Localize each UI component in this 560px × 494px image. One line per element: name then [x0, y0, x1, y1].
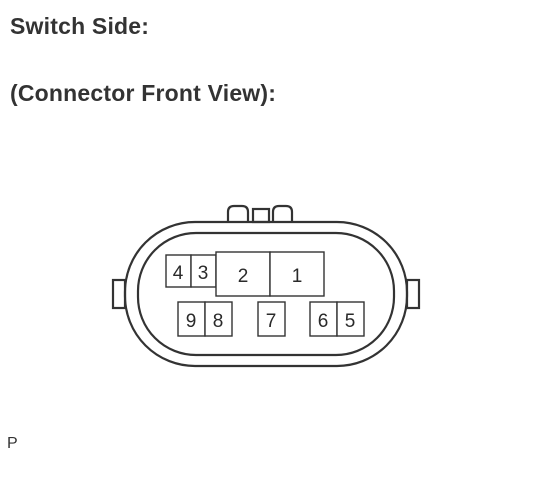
pin-6-cavity [309, 301, 338, 337]
right-side-latch [405, 278, 421, 310]
pin-7-cavity [257, 301, 286, 337]
left-side-latch [111, 278, 127, 310]
top-key-center [251, 207, 271, 224]
pin-label-5: 5 [345, 311, 356, 332]
switch-side-heading: Switch Side: [10, 13, 150, 39]
diagram-code-label: P [7, 435, 18, 452]
pin-label-7: 7 [266, 311, 277, 332]
pin-label-1: 1 [292, 266, 303, 287]
pin-label-4: 4 [173, 263, 184, 284]
pin-label-8: 8 [213, 311, 224, 332]
pin-9-cavity [177, 301, 206, 337]
pin-label-6: 6 [318, 311, 329, 332]
connector-front-view-heading: (Connector Front View): [10, 80, 277, 106]
connector-inner-housing [136, 231, 396, 357]
pin-4-cavity [165, 254, 192, 288]
top-key-left [226, 204, 250, 222]
pin-label-9: 9 [186, 311, 197, 332]
pin-8-cavity [204, 301, 233, 337]
pin-label-3: 3 [198, 263, 209, 284]
pin-label-2: 2 [238, 266, 249, 287]
top-key-right [271, 204, 294, 222]
pin-2-cavity [215, 251, 271, 297]
pin-5-cavity [336, 301, 365, 337]
pin-1-cavity [269, 251, 325, 297]
